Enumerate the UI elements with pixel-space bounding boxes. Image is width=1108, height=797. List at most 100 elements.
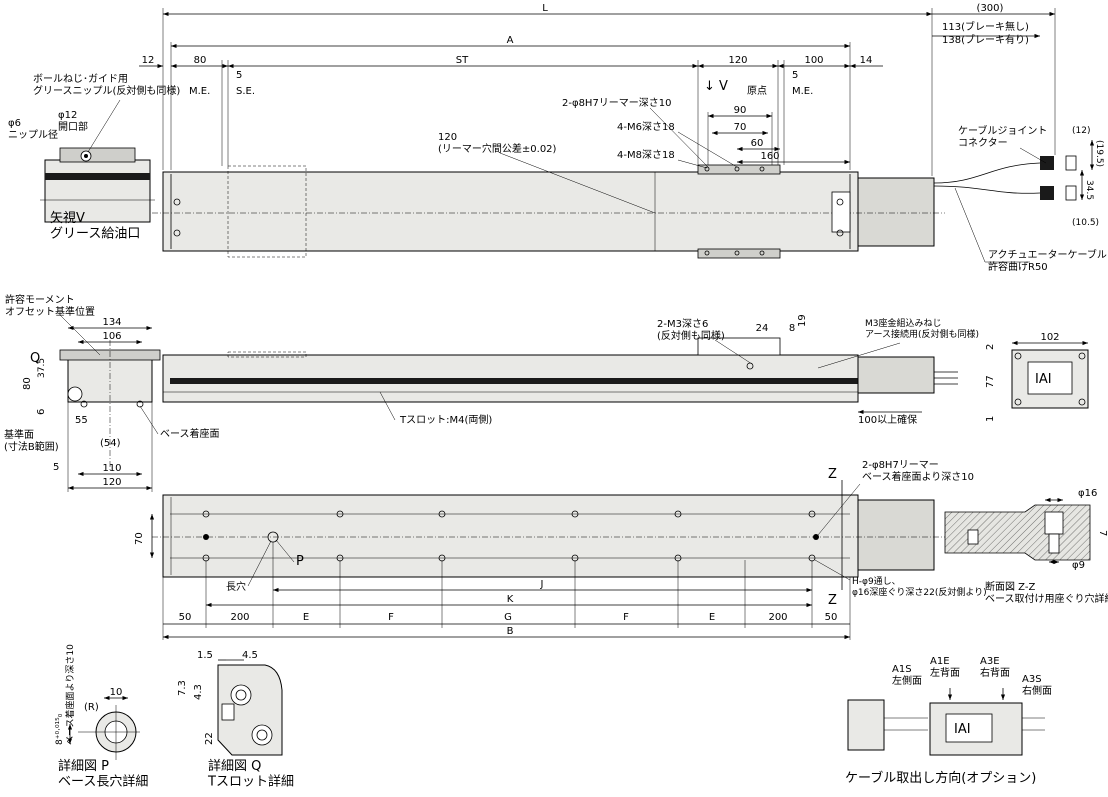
detail-q-dim-7-3: 7.3 — [177, 680, 188, 696]
connector-note: ケーブルジョイントコネクター — [958, 124, 1047, 149]
dim-19-5: (19.5) — [1094, 140, 1104, 167]
dim-8: 8 — [789, 323, 795, 334]
dim-80-side: 80 — [22, 377, 33, 390]
top-motor-unit — [857, 177, 935, 247]
cable-note: アクチュエーターケーブル許容曲げR50 — [988, 248, 1107, 273]
dim-6: 6 — [36, 409, 47, 415]
dim-G: G — [504, 612, 512, 623]
label-se: S.E. — [236, 86, 255, 97]
dim-70-bottom: 70 — [134, 532, 145, 545]
label-me-left: M.E. — [189, 86, 210, 97]
dim-80: 80 — [194, 55, 207, 66]
dim-60: 60 — [751, 138, 764, 149]
top-view: L (300) 113(ブレーキ無し) 138(ブレーキ有り) A ST 80 … — [8, 3, 1107, 273]
m6-note: 4-M6深さ18 — [617, 121, 675, 133]
dim-110: 110 — [102, 463, 121, 474]
brake-with: 138(ブレーキ有り) — [942, 33, 1029, 46]
tolerance-note: 120(リーマー穴間公差±0.02) — [438, 132, 557, 155]
bottom-actuator-body — [162, 494, 859, 578]
grease-detail — [40, 147, 155, 223]
dim-34-5: 34.5 — [1084, 180, 1094, 200]
dim-L: L — [542, 3, 548, 14]
dim-90: 90 — [734, 105, 747, 116]
dim-5-left: 5 — [236, 70, 242, 81]
detail-p-marker: P — [296, 554, 304, 569]
dim-K: K — [507, 594, 514, 605]
m3-note: 2-M3深さ6(反対側も同様) — [657, 318, 725, 342]
label-me-right: M.E. — [792, 86, 813, 97]
dim-J: J — [540, 579, 544, 590]
dim-120-side: 120 — [102, 477, 121, 488]
dim-50-left: 50 — [179, 612, 192, 623]
dim-7-section: 7 — [1097, 530, 1108, 536]
dim-106: 106 — [102, 331, 121, 342]
detail-p-dim-10: 10 — [110, 687, 123, 698]
dim-100: 100 — [804, 55, 823, 66]
m8-note: 4-M8深さ18 — [617, 149, 675, 161]
dim-134: 134 — [102, 317, 121, 328]
dim-14: 14 — [860, 55, 873, 66]
detail-p-tolerance: 8⁺⁰·⁰¹⁵₀ベース着座面より深さ10 — [55, 644, 76, 745]
earth-note: M3座金組込みねじアース接続用(反対側も同様) — [865, 317, 979, 340]
reamer-bottom-note: 2-φ8H7リーマーベース着座面より深さ10 — [862, 460, 974, 483]
dim-5-side: 5 — [53, 462, 59, 473]
section-zz — [944, 504, 1091, 561]
side-motor-unit — [857, 356, 935, 394]
grease-note: ボールねじ･ガイド用グリースニップル(反対側も同様) — [33, 73, 180, 97]
dim-37-5: 37.5 — [37, 358, 47, 378]
dim-120: 120 — [728, 55, 747, 66]
base-seat-note: ベース着座面 — [160, 427, 220, 440]
dim-F-left: F — [388, 612, 394, 623]
reamer-note: 2-φ8H7リーマー深さ10 — [562, 97, 672, 109]
phi9-label: φ9 — [1072, 560, 1085, 571]
dim-E-left: E — [303, 612, 309, 623]
dim-50-right: 50 — [825, 612, 838, 623]
dim-1: 1 — [985, 416, 996, 422]
brake-without: 113(ブレーキ無し) — [942, 20, 1029, 33]
iai-logo-option: IAI — [954, 722, 971, 737]
detail-q-marker: Q — [30, 351, 40, 366]
iai-logo-end: IAI — [1035, 372, 1052, 387]
dim-24: 24 — [756, 323, 769, 334]
section-z-bottom: Z — [828, 593, 837, 608]
detail-q-dim-1-5: 1.5 — [197, 650, 213, 661]
dim-12b: (12) — [1072, 126, 1090, 136]
detail-q-dim-4-5: 4.5 — [242, 650, 258, 661]
detail-q-dim-22: 22 — [204, 732, 215, 745]
tslot-note: Tスロット:M4(両側) — [399, 413, 492, 426]
label-origin: 原点 — [747, 85, 767, 97]
slot-note: 長穴 — [226, 580, 246, 593]
dim-E-right: E — [709, 612, 715, 623]
dim-F-right: F — [623, 612, 629, 623]
dim-200-right: 200 — [768, 612, 787, 623]
dim-300: (300) — [977, 3, 1004, 14]
dim-55: 55 — [75, 415, 88, 426]
end-view-left — [59, 340, 161, 470]
side-view: 2-M3深さ6(反対側も同様) 24 8 19 M3座金組込みねじアース接続用(… — [4, 293, 1089, 492]
dim-12: 12 — [142, 55, 155, 66]
secure-note: 100以上確保 — [858, 413, 917, 426]
dim-A: A — [507, 35, 514, 46]
phi16-label: φ16 — [1078, 488, 1097, 499]
detail-p-radius: (R) — [84, 702, 99, 713]
dim-54: (54) — [100, 438, 121, 449]
end-view-right: IAI — [1011, 349, 1089, 409]
view-arrow-v: ↓ V — [704, 79, 728, 94]
reference-note: 基準面(寸法B範囲) — [4, 428, 59, 453]
dim-ST: ST — [456, 55, 469, 66]
dim-160: 160 — [760, 151, 779, 162]
top-actuator-body — [162, 171, 859, 252]
